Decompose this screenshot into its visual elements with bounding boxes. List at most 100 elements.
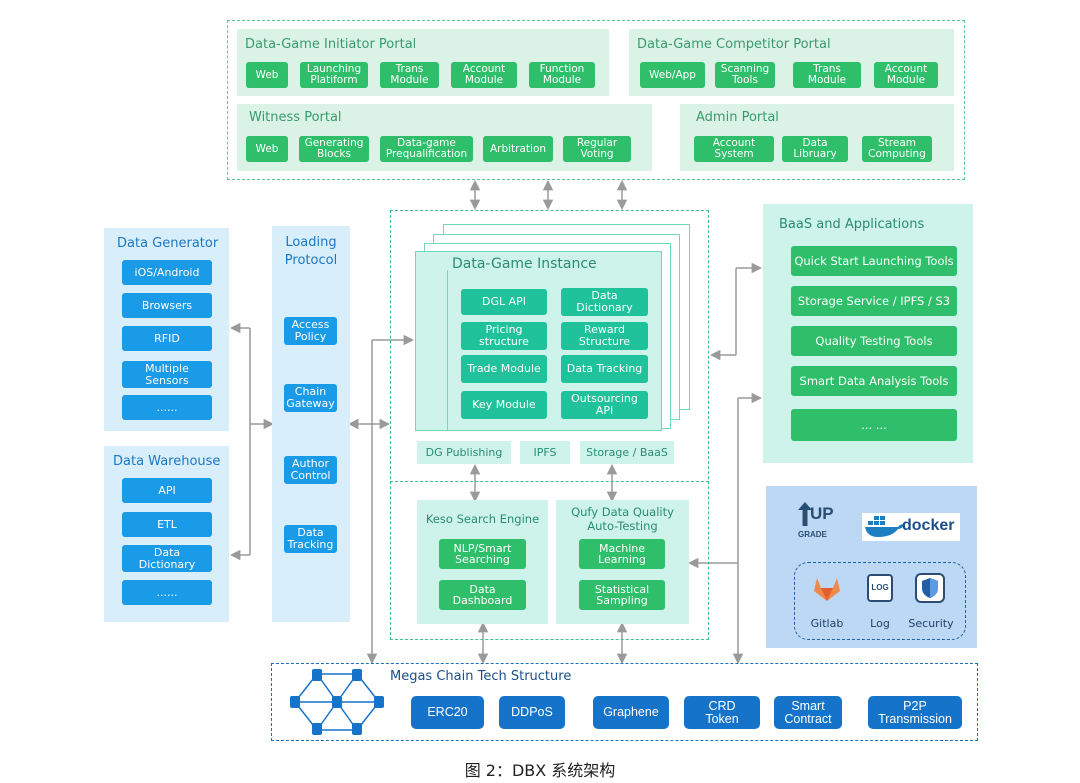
- baas-applications: BaaS and Applications Quick Start Launch…: [763, 204, 973, 463]
- protocol-item-author: Author Control: [284, 456, 337, 484]
- competitor-portal: Data-Game Competitor Portal Web/App Scan…: [629, 29, 954, 96]
- qufy-title: Qufy Data Quality Auto-Testing: [571, 505, 674, 533]
- upgrade-logo-bottom: GRADE: [798, 530, 827, 539]
- protocol-item-access: Access Policy: [284, 317, 337, 345]
- megas-item-crd-token: CRD Token: [684, 696, 760, 729]
- witness-item-generating: Generating Blocks: [299, 136, 369, 162]
- baas-item-quality: Quality Testing Tools: [791, 326, 957, 356]
- qufy-item-sampling: Statistical Sampling: [579, 580, 665, 610]
- competitor-item-trans: Trans Module: [793, 62, 861, 88]
- center-region: [390, 210, 709, 640]
- megas-chain: Megas Chain Tech Structure ERC20 DDPoS G…: [271, 663, 978, 741]
- competitor-portal-title: Data-Game Competitor Portal: [637, 37, 831, 52]
- initiator-portal: Data-Game Initiator Portal Web Launching…: [237, 29, 609, 96]
- generator-item-sensors: Multiple Sensors: [122, 361, 212, 388]
- tools-panel: UP GRADE docker LOG Gitlab Log Security: [766, 486, 977, 648]
- ipfs: IPFS: [520, 441, 570, 464]
- upgrade-arrow-icon: [798, 502, 812, 526]
- qufy-item-ml: Machine Learning: [579, 539, 665, 569]
- baas-item-more: ... ...: [791, 409, 957, 441]
- upgrade-logo-top: UP: [810, 504, 834, 523]
- witness-item-arbitration: Arbitration: [483, 136, 553, 162]
- loading-protocol-title: Loading Protocol: [284, 235, 338, 268]
- megas-item-ddpos: DDPoS: [499, 696, 565, 729]
- loading-protocol: Loading Protocol Access Policy Chain Gat…: [272, 226, 350, 622]
- generator-item-rfid: RFID: [122, 326, 212, 351]
- megas-item-p2p: P2P Transmission: [868, 696, 962, 729]
- warehouse-item-etl: ETL: [122, 512, 212, 537]
- instance-left-rule: [447, 270, 448, 430]
- instance-item-pricing: Pricing structure: [461, 322, 547, 350]
- data-warehouse: Data Warehouse API ETL Data Dictionary .…: [104, 446, 229, 622]
- keso-item-dashboard: Data Dashboard: [439, 580, 526, 610]
- keso-title: Keso Search Engine: [425, 512, 540, 526]
- warehouse-item-dictionary: Data Dictionary: [122, 545, 212, 572]
- data-generator-title: Data Generator: [117, 236, 219, 251]
- megas-item-smart-contract: Smart Contract: [774, 696, 842, 729]
- admin-portal: Admin Portal Account System Data Libruar…: [680, 104, 954, 171]
- security-label: Security: [908, 617, 954, 630]
- baas-item-quickstart: Quick Start Launching Tools: [791, 246, 957, 276]
- generator-item-more: ......: [122, 395, 212, 420]
- instance-item-tracking: Data Tracking: [561, 355, 648, 383]
- instance-item-reward: Reward Structure: [561, 322, 648, 350]
- qufy-quality: Qufy Data Quality Auto-Testing Machine L…: [556, 500, 689, 624]
- competitor-item-webapp: Web/App: [640, 62, 705, 88]
- initiator-item-function: Function Module: [529, 62, 595, 88]
- data-game-instance: Data-Game Instance DGL API Data Dictiona…: [415, 251, 662, 431]
- data-warehouse-title: Data Warehouse: [113, 454, 221, 469]
- witness-item-voting: Regular Voting: [563, 136, 631, 162]
- data-generator: Data Generator iOS/Android Browsers RFID…: [104, 228, 229, 431]
- center-divider: [390, 481, 709, 482]
- initiator-item-web: Web: [246, 62, 288, 88]
- witness-item-prequalification: Data-game Prequalification: [380, 136, 473, 162]
- log-icon: LOG: [867, 574, 893, 602]
- figure-caption: 图 2：DBX 系统架构: [464, 761, 616, 780]
- competitor-item-scanning: Scanning Tools: [715, 62, 775, 88]
- log-icon-glyph: LOG: [871, 583, 889, 592]
- keso-search-engine: Keso Search Engine NLP/Smart Searching D…: [417, 500, 548, 624]
- witness-portal: Witness Portal Web Generating Blocks Dat…: [237, 104, 652, 171]
- protocol-item-tracking: Data Tracking: [284, 525, 337, 553]
- security-shield-icon: [915, 573, 945, 603]
- warehouse-item-more: ......: [122, 580, 212, 605]
- megas-title: Megas Chain Tech Structure: [390, 669, 572, 684]
- protocol-item-gateway: Chain Gateway: [284, 384, 337, 412]
- upgrade-logo: UP GRADE: [798, 500, 838, 544]
- docker-logo: docker: [862, 513, 960, 541]
- witness-portal-title: Witness Portal: [249, 110, 342, 125]
- initiator-item-trans: Trans Module: [380, 62, 439, 88]
- tools-group: [794, 562, 966, 640]
- instance-title: Data-Game Instance: [452, 256, 597, 272]
- instance-item-outsourcing: Outsourcing API: [561, 391, 648, 419]
- baas-item-analysis: Smart Data Analysis Tools: [791, 366, 957, 396]
- competitor-item-account: Account Module: [874, 62, 938, 88]
- admin-item-account: Account System: [694, 136, 774, 162]
- megas-item-graphene: Graphene: [593, 696, 669, 729]
- witness-item-web: Web: [246, 136, 288, 162]
- instance-item-dictionary: Data Dictionary: [561, 288, 648, 316]
- dg-publishing: DG Publishing: [417, 441, 511, 464]
- log-label: Log: [870, 617, 890, 630]
- storage-baas: Storage / BaaS: [580, 441, 674, 464]
- baas-item-storage: Storage Service / IPFS / S3: [791, 286, 957, 316]
- instance-item-dgl-api: DGL API: [461, 289, 547, 315]
- network-hexagon-icon: [290, 669, 384, 735]
- initiator-item-launching: Launching Platiform: [300, 62, 368, 88]
- baas-title: BaaS and Applications: [779, 217, 925, 232]
- instance-item-key: Key Module: [461, 391, 547, 419]
- admin-item-library: Data Libruary: [782, 136, 848, 162]
- initiator-item-account: Account Module: [451, 62, 517, 88]
- docker-whale-icon: [865, 516, 904, 537]
- initiator-portal-title: Data-Game Initiator Portal: [245, 37, 417, 52]
- admin-item-stream: Stream Computing: [862, 136, 932, 162]
- instance-item-trade: Trade Module: [461, 355, 547, 383]
- docker-logo-text: docker: [902, 517, 955, 534]
- admin-portal-title: Admin Portal: [696, 110, 779, 125]
- keso-item-nlp: NLP/Smart Searching: [439, 539, 526, 569]
- generator-item-browsers: Browsers: [122, 293, 212, 318]
- gitlab-label: Gitlab: [810, 617, 844, 630]
- megas-item-erc20: ERC20: [411, 696, 484, 729]
- generator-item-ios: iOS/Android: [122, 260, 212, 285]
